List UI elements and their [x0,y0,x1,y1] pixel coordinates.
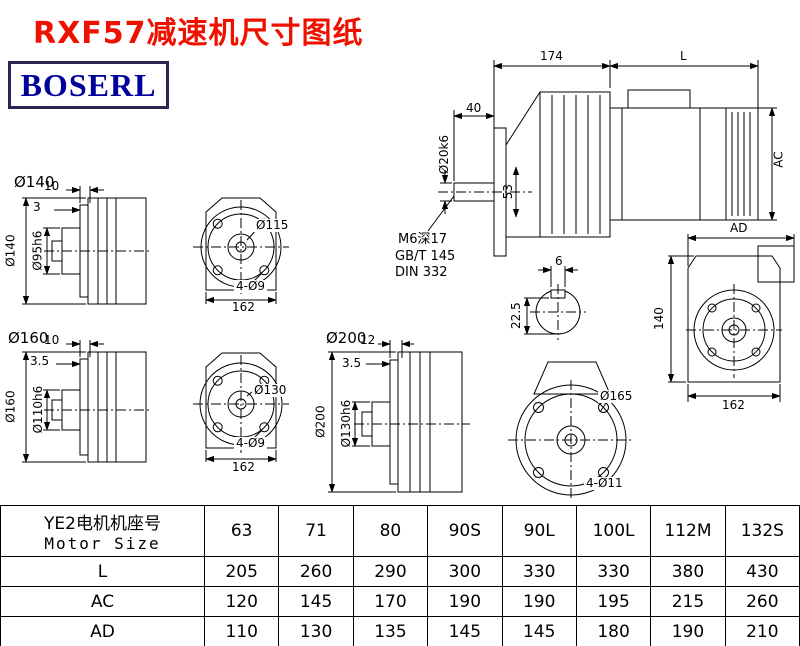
dim-value-cell: 260 [724,586,800,617]
motor-size-cell: 71 [278,505,354,557]
flange160-side-view [22,340,152,463]
flange160-dim-35-label: 3.5 [30,354,50,368]
main-dim-L-label: L [680,49,687,63]
flange160-outer-dia-label: Ø160 [3,390,18,423]
dim-value-cell: 260 [278,556,354,587]
main-dim-53-label: 53 [501,183,516,200]
dim-value-cell: 145 [427,616,503,646]
dimension-table: YE2电机机座号 Motor Size 63 71 80 90S 90L 100… [0,505,800,646]
motor-size-cell: 63 [203,505,280,557]
motor-size-label-cn: YE2电机机座号 [44,514,161,534]
main-dim-40-label: 40 [466,101,482,115]
brand-logo-text: BOSERL [20,66,157,103]
main-dim-174-label: 174 [540,49,563,63]
table-row-L: L 205 260 290 300 330 330 380 430 [0,556,800,587]
row-label-cell: AD [0,616,205,646]
main-dim-ac-label: AC [771,151,786,168]
motor-size-cell: 132S [724,505,800,557]
motor-size-cell: 100L [575,505,652,557]
dim-value-cell: 190 [501,586,577,617]
dim-value-cell: 215 [650,586,726,617]
dim-value-cell: 190 [650,616,726,646]
table-header-row: YE2电机机座号 Motor Size 63 71 80 90S 90L 100… [0,505,800,557]
dim-value-cell: 170 [352,586,429,617]
dim-value-cell: 205 [203,556,280,587]
keyway-depth-label: 22.5 [508,302,523,329]
dim-value-cell: 110 [203,616,280,646]
flange200-side-view [328,340,470,493]
main-assembly-view [427,60,777,257]
dim-value-cell: 380 [650,556,726,587]
flange200-outer-dia-label: Ø200 [313,405,328,438]
flange200-title-label: Ø200 [326,329,367,347]
flange160-title-label: Ø160 [8,329,49,347]
front160-holes-label: 4-Ø9 [234,436,268,451]
table-row-AD: AD 110 130 135 145 145 180 190 210 [0,616,800,646]
flange160-front-view [193,352,289,463]
page-title: RXF57减速机尺寸图纸 [33,16,364,51]
flange200-dim-12-label: 12 [360,333,376,347]
motor-size-cell: 90L [501,505,577,557]
front140-holes-label: 4-Ø9 [234,279,268,294]
flange140-dim-3-label: 3 [33,200,41,214]
table-row-AC: AC 120 145 170 190 190 195 215 260 [0,586,800,617]
dim-value-cell: 300 [427,556,503,587]
rear-dim-ad-label: AD [730,221,748,235]
flange140-outer-dia-label: Ø140 [3,234,18,267]
motor-size-header-cell: YE2电机机座号 Motor Size [0,505,205,557]
front140-bolt-circle-label: Ø115 [254,218,291,233]
brand-logo: BOSERL [8,61,169,109]
rear-dim-140-label: 140 [651,307,666,331]
dim-value-cell: 195 [575,586,652,617]
main-shaft-dia-label: Ø20k6 [437,134,452,175]
front140-width-label: 162 [230,300,257,315]
din-standard-note: DIN 332 [395,265,448,280]
front200-bolt-circle-label: Ø165 [598,389,635,404]
dim-value-cell: 430 [724,556,800,587]
dim-value-cell: 120 [203,586,280,617]
dim-value-cell: 190 [427,586,503,617]
dim-value-cell: 135 [352,616,429,646]
front160-width-label: 162 [230,460,257,475]
dim-value-cell: 145 [501,616,577,646]
row-label-cell: L [0,556,205,587]
motor-size-label-en: Motor Size [44,534,161,553]
flange200-spigot-dia-label: Ø130h6 [339,399,354,448]
dim-value-cell: 180 [575,616,652,646]
row-label-cell: AC [0,586,205,617]
motor-size-cell: 80 [352,505,429,557]
flange140-dim-10-label: 10 [44,179,60,193]
dim-value-cell: 145 [278,586,354,617]
dim-value-cell: 330 [501,556,577,587]
flange140-title-label: Ø140 [14,173,55,191]
dim-value-cell: 210 [724,616,800,646]
front160-bolt-circle-label: Ø130 [252,383,289,398]
flange200-dim-35-label: 3.5 [342,356,362,370]
gb-standard-note: GB/T 145 [395,249,456,264]
flange160-dim-10-label: 10 [44,333,60,347]
motor-size-cell: 90S [427,505,503,557]
tapped-hole-note: M6深17 [398,232,448,247]
rear-dim-162-label: 162 [720,398,747,413]
motor-size-cell: 112M [650,505,726,557]
flange160-spigot-dia-label: Ø110h6 [31,385,46,434]
dim-value-cell: 130 [278,616,354,646]
flange140-spigot-dia-label: Ø95h6 [30,230,45,271]
technical-drawing-canvas [22,60,795,500]
flange140-side-view [22,186,152,305]
shaft-keyway-detail [523,266,586,340]
rear-view [667,234,795,402]
keyway-width-label: 6 [555,254,563,268]
dim-value-cell: 330 [575,556,652,587]
front200-holes-label: 4-Ø11 [584,476,625,491]
dim-value-cell: 290 [352,556,429,587]
